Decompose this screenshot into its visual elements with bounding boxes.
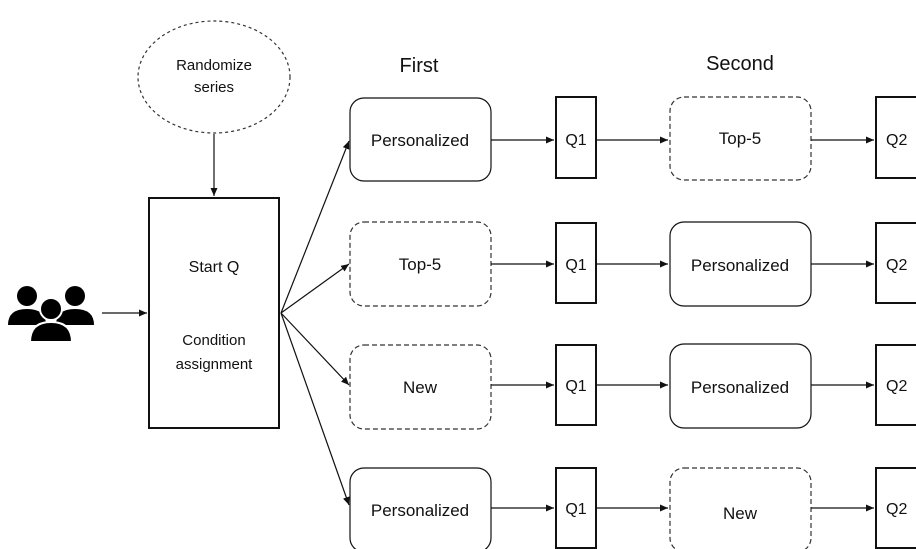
q1-box [555, 222, 597, 304]
q2-label: Q2 [886, 257, 907, 274]
q2-box [875, 344, 916, 426]
q1-label: Q1 [565, 132, 586, 149]
randomize-label-line1: Randomize [176, 57, 252, 74]
q2-label: Q2 [886, 132, 907, 149]
q2-box [875, 222, 916, 304]
q2-box [875, 467, 916, 549]
first-condition-label: Top-5 [399, 255, 442, 274]
q1-label: Q1 [565, 378, 586, 395]
users-group-icon [8, 286, 94, 343]
second-condition-box [669, 467, 812, 549]
second-condition-box [669, 96, 812, 181]
start-box-title: Start Q [189, 259, 240, 276]
start-box-line2: assignment [176, 356, 254, 373]
header-first: First [400, 55, 439, 77]
first-condition-label: Personalized [371, 501, 469, 520]
branch-arrow-row1 [280, 140, 350, 314]
q2-box [875, 96, 916, 179]
first-condition-box [349, 344, 492, 430]
condition-row: New Q1 Personalized Q2 [349, 343, 916, 430]
q1-label: Q1 [565, 257, 586, 274]
condition-row: Personalized Q1 Top-5 Q2 [349, 96, 916, 182]
first-condition-label: Personalized [371, 131, 469, 150]
q1-box [555, 344, 597, 426]
q2-label: Q2 [886, 501, 907, 518]
start-condition-box: Start Q Condition assignment [148, 197, 280, 429]
second-condition-box [669, 343, 812, 429]
condition-row: Top-5 Q1 Personalized Q2 [349, 221, 916, 307]
second-condition-label: Top-5 [719, 129, 762, 148]
header-second: Second [706, 53, 774, 75]
second-condition-label: Personalized [691, 378, 789, 397]
randomize-series-node: Randomize series [137, 20, 291, 134]
q2-label: Q2 [886, 378, 907, 395]
second-condition-label: New [723, 504, 758, 523]
branch-arrow-row2 [280, 263, 350, 314]
q1-box [555, 96, 597, 179]
start-box-line1: Condition [182, 332, 245, 349]
q1-box [555, 467, 597, 549]
branch-arrow-row4 [280, 312, 350, 506]
branch-arrows [280, 140, 350, 506]
condition-row: Personalized Q1 New Q2 [349, 467, 916, 549]
first-condition-label: New [403, 378, 438, 397]
first-condition-box [349, 467, 492, 549]
q1-label: Q1 [565, 501, 586, 518]
branch-arrow-row3 [280, 312, 350, 386]
second-condition-label: Personalized [691, 256, 789, 275]
randomize-label-line2: series [194, 79, 234, 96]
